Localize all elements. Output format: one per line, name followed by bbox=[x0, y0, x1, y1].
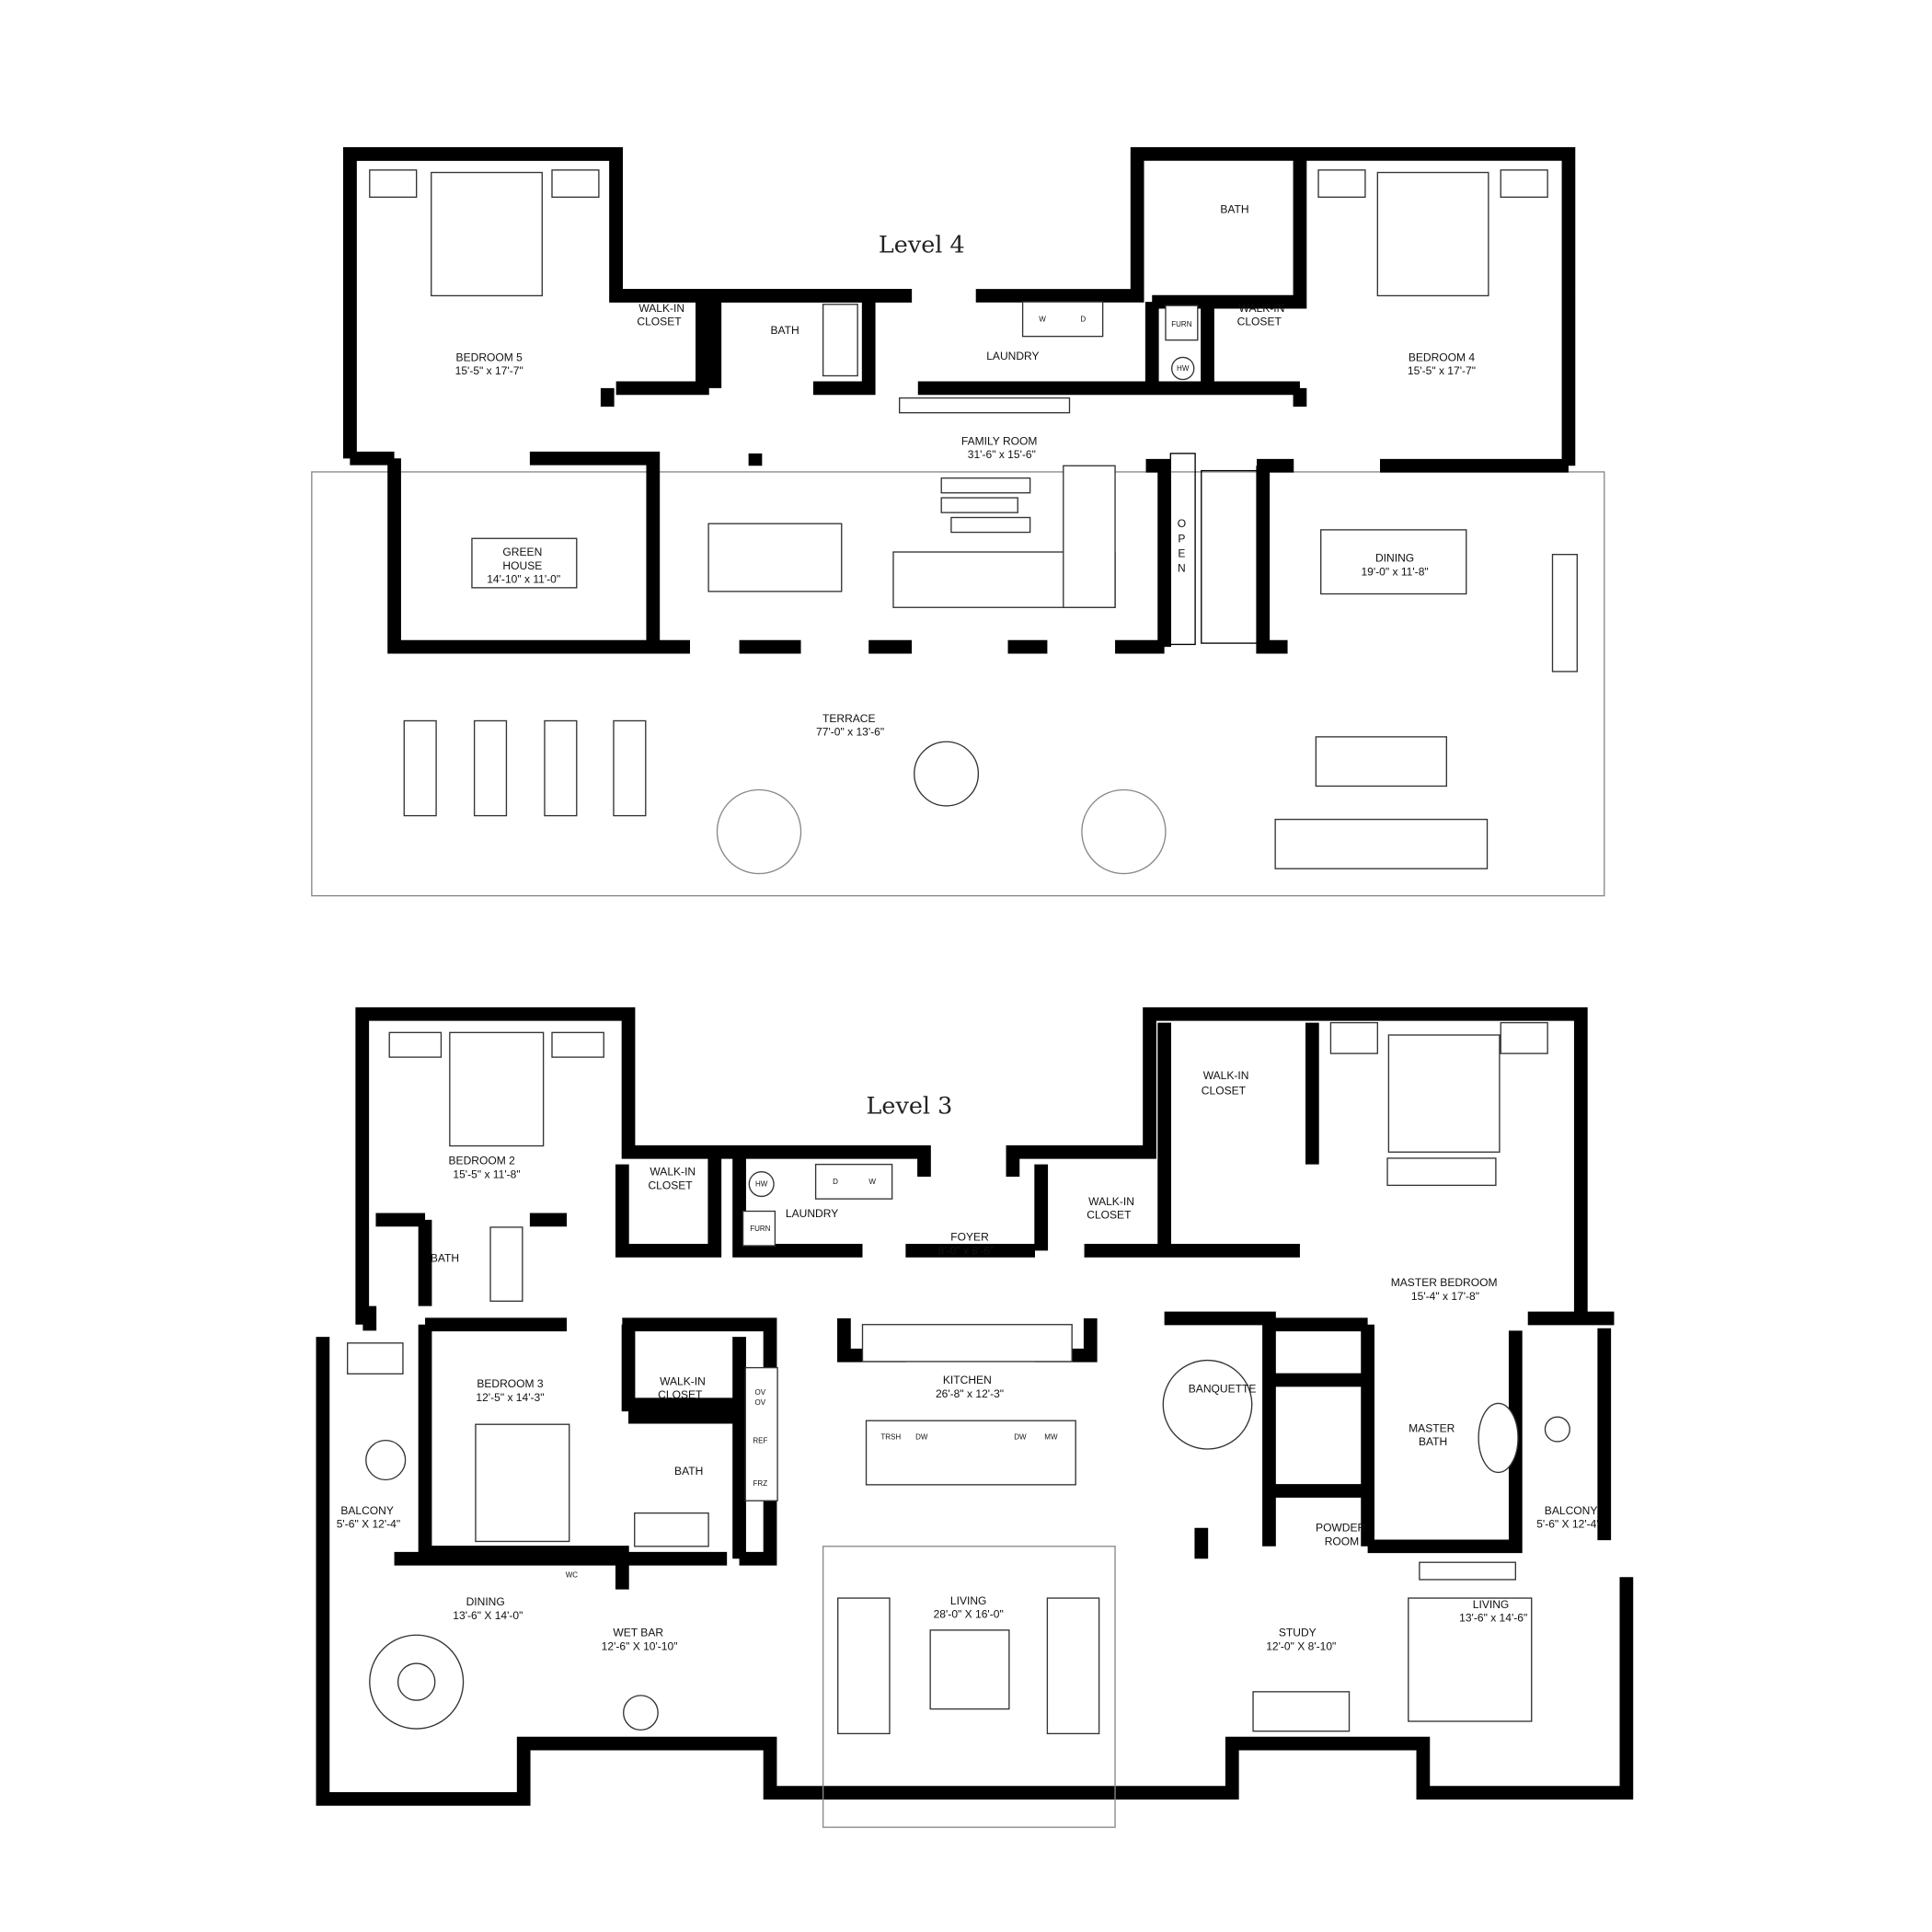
water-heater-label: HW bbox=[1177, 364, 1190, 373]
walk-in-closet-label: CLOSET bbox=[1087, 1209, 1132, 1222]
wet-bar-name: WET BAR bbox=[613, 1627, 663, 1639]
dryer-label: D bbox=[833, 1178, 838, 1186]
dryer-label: D bbox=[1080, 316, 1086, 324]
kitchen-name: KITCHEN bbox=[943, 1374, 992, 1386]
family-room-size: 31'-6" x 15'-6" bbox=[968, 448, 1036, 461]
furniture bbox=[369, 169, 1578, 875]
furniture bbox=[347, 1021, 1570, 1828]
washer-label: W bbox=[868, 1178, 876, 1186]
walk-in-closet-label: WALK-IN bbox=[638, 302, 684, 315]
living-name: LIVING bbox=[950, 1594, 987, 1607]
bedroom-3-size: 12'-5" x 14'-3" bbox=[476, 1391, 544, 1404]
oven-label: OV bbox=[755, 1398, 766, 1407]
walk-in-closet-label: CLOSET bbox=[648, 1179, 693, 1191]
living-size: 28'-0" X 16'-0" bbox=[934, 1607, 1004, 1620]
wc-label: WC bbox=[566, 1570, 579, 1579]
bedroom-2-name: BEDROOM 2 bbox=[449, 1155, 516, 1167]
room-labels: BEDROOM 2 15'-5" x 11'-8" WALK-IN CLOSET… bbox=[337, 1069, 1601, 1652]
bedroom-2-size: 15'-5" x 11'-8" bbox=[453, 1167, 520, 1180]
bedroom-3-name: BEDROOM 3 bbox=[477, 1377, 544, 1390]
terrace-name: TERRACE bbox=[822, 712, 876, 725]
furnace-label: FURN bbox=[1171, 320, 1191, 328]
wet-bar-size: 12'-6" X 10'-10" bbox=[602, 1639, 678, 1652]
banquette-label: BANQUETTE bbox=[1189, 1382, 1257, 1395]
balcony-left-size: 5'-6" X 12'-4" bbox=[337, 1518, 400, 1531]
bath-label: BATH bbox=[771, 324, 799, 337]
laundry-label: LAUNDRY bbox=[786, 1207, 838, 1220]
greenhouse-size: 14'-10" x 11'-0" bbox=[487, 572, 560, 585]
kitchen-size: 26'-8" x 12'-3" bbox=[936, 1387, 1004, 1400]
bath-label: BATH bbox=[1220, 203, 1248, 216]
water-heater-label: HW bbox=[755, 1180, 768, 1189]
fixture-labels: W D FURN HW O P E N bbox=[1039, 305, 1199, 574]
living-2-name: LIVING bbox=[1473, 1598, 1510, 1611]
walk-in-closet-label: CLOSET bbox=[1202, 1084, 1247, 1097]
walk-in-closet-label: WALK-IN bbox=[1203, 1069, 1249, 1082]
living-2-size: 13'-6" x 14'-6" bbox=[1459, 1611, 1527, 1624]
walk-in-closet-label: CLOSET bbox=[1237, 316, 1282, 328]
room-labels: BEDROOM 5 15'-5" x 17'-7" WALK-IN CLOSET… bbox=[455, 203, 1476, 739]
washer-label: W bbox=[1039, 316, 1046, 324]
family-room-name: FAMILY ROOM bbox=[961, 434, 1038, 447]
powder-room-label: ROOM bbox=[1325, 1535, 1359, 1547]
walk-in-closet-label: CLOSET bbox=[658, 1388, 703, 1401]
bedroom-5-name: BEDROOM 5 bbox=[456, 351, 523, 363]
powder-room-label: POWDER bbox=[1316, 1522, 1366, 1535]
open-label: N bbox=[1178, 561, 1186, 574]
bath-label: BATH bbox=[674, 1465, 703, 1478]
walk-in-closet-label: WALK-IN bbox=[1239, 302, 1285, 315]
bedroom-5-size: 15'-5" x 17'-7" bbox=[455, 364, 523, 377]
trash-label: TRSH bbox=[880, 1432, 901, 1441]
study-name: STUDY bbox=[1279, 1627, 1317, 1639]
walk-in-closet-label: WALK-IN bbox=[1088, 1195, 1134, 1208]
foyer-size: 8'-0" x 8'-6" bbox=[938, 1244, 995, 1257]
bedroom-4-size: 15'-5" x 17'-7" bbox=[1408, 364, 1476, 377]
master-bedroom-name: MASTER BEDROOM bbox=[1391, 1276, 1498, 1289]
foyer-name: FOYER bbox=[950, 1231, 989, 1244]
level-3-plan: HW FURN D W WC OV OV REF FRZ TRSH DW DW … bbox=[316, 1006, 1634, 1828]
dining-size: 13'-6" X 14'-0" bbox=[453, 1609, 523, 1622]
level-3-title: Level 3 bbox=[867, 1092, 953, 1120]
dining-name: DINING bbox=[466, 1595, 505, 1608]
dishwasher-label: DW bbox=[1014, 1432, 1027, 1441]
microwave-label: MW bbox=[1044, 1432, 1058, 1441]
walk-in-closet-label: CLOSET bbox=[637, 316, 682, 328]
terrace-size: 77'-0" x 13'-6" bbox=[816, 726, 884, 739]
walk-in-closet-label: WALK-IN bbox=[650, 1166, 696, 1179]
oven-label: OV bbox=[755, 1388, 766, 1397]
dining-name: DINING bbox=[1375, 552, 1414, 565]
master-bedroom-size: 15'-4" x 17'-8" bbox=[1411, 1290, 1479, 1303]
open-label: O bbox=[1178, 517, 1186, 530]
open-label: P bbox=[1178, 532, 1185, 545]
freezer-label: FRZ bbox=[753, 1479, 768, 1488]
balcony-right-name: BALCONY bbox=[1545, 1504, 1598, 1517]
walk-in-closet-label: WALK-IN bbox=[660, 1374, 706, 1387]
laundry-label: LAUNDRY bbox=[986, 350, 1039, 362]
dining-size: 19'-0" x 11'-8" bbox=[1361, 565, 1428, 578]
level-4-plan: W D FURN HW O P E N Level 4 BEDROOM 5 15… bbox=[311, 147, 1605, 897]
greenhouse-name: GREEN bbox=[502, 546, 542, 558]
balcony-left-name: BALCONY bbox=[340, 1504, 394, 1517]
level-4-title: Level 4 bbox=[879, 231, 965, 259]
refrigerator-label: REF bbox=[753, 1436, 767, 1444]
furnace-label: FURN bbox=[750, 1225, 770, 1233]
level-4-walls bbox=[342, 147, 1576, 654]
bath-label: BATH bbox=[431, 1251, 459, 1264]
dishwasher-label: DW bbox=[915, 1432, 928, 1441]
terrace-outline bbox=[311, 471, 1605, 897]
fixture-labels: HW FURN D W WC OV OV REF FRZ TRSH DW DW … bbox=[566, 1163, 1058, 1579]
stairs bbox=[1169, 453, 1261, 646]
greenhouse-name: HOUSE bbox=[502, 559, 542, 572]
master-bath-label: MASTER bbox=[1409, 1421, 1455, 1434]
balcony-right-size: 5'-6" X 12'-4" bbox=[1536, 1518, 1600, 1531]
bedroom-4-name: BEDROOM 4 bbox=[1409, 351, 1476, 363]
open-label: E bbox=[1178, 546, 1185, 559]
study-size: 12'-0" X 8'-10" bbox=[1266, 1639, 1336, 1652]
master-bath-label: BATH bbox=[1419, 1435, 1447, 1448]
